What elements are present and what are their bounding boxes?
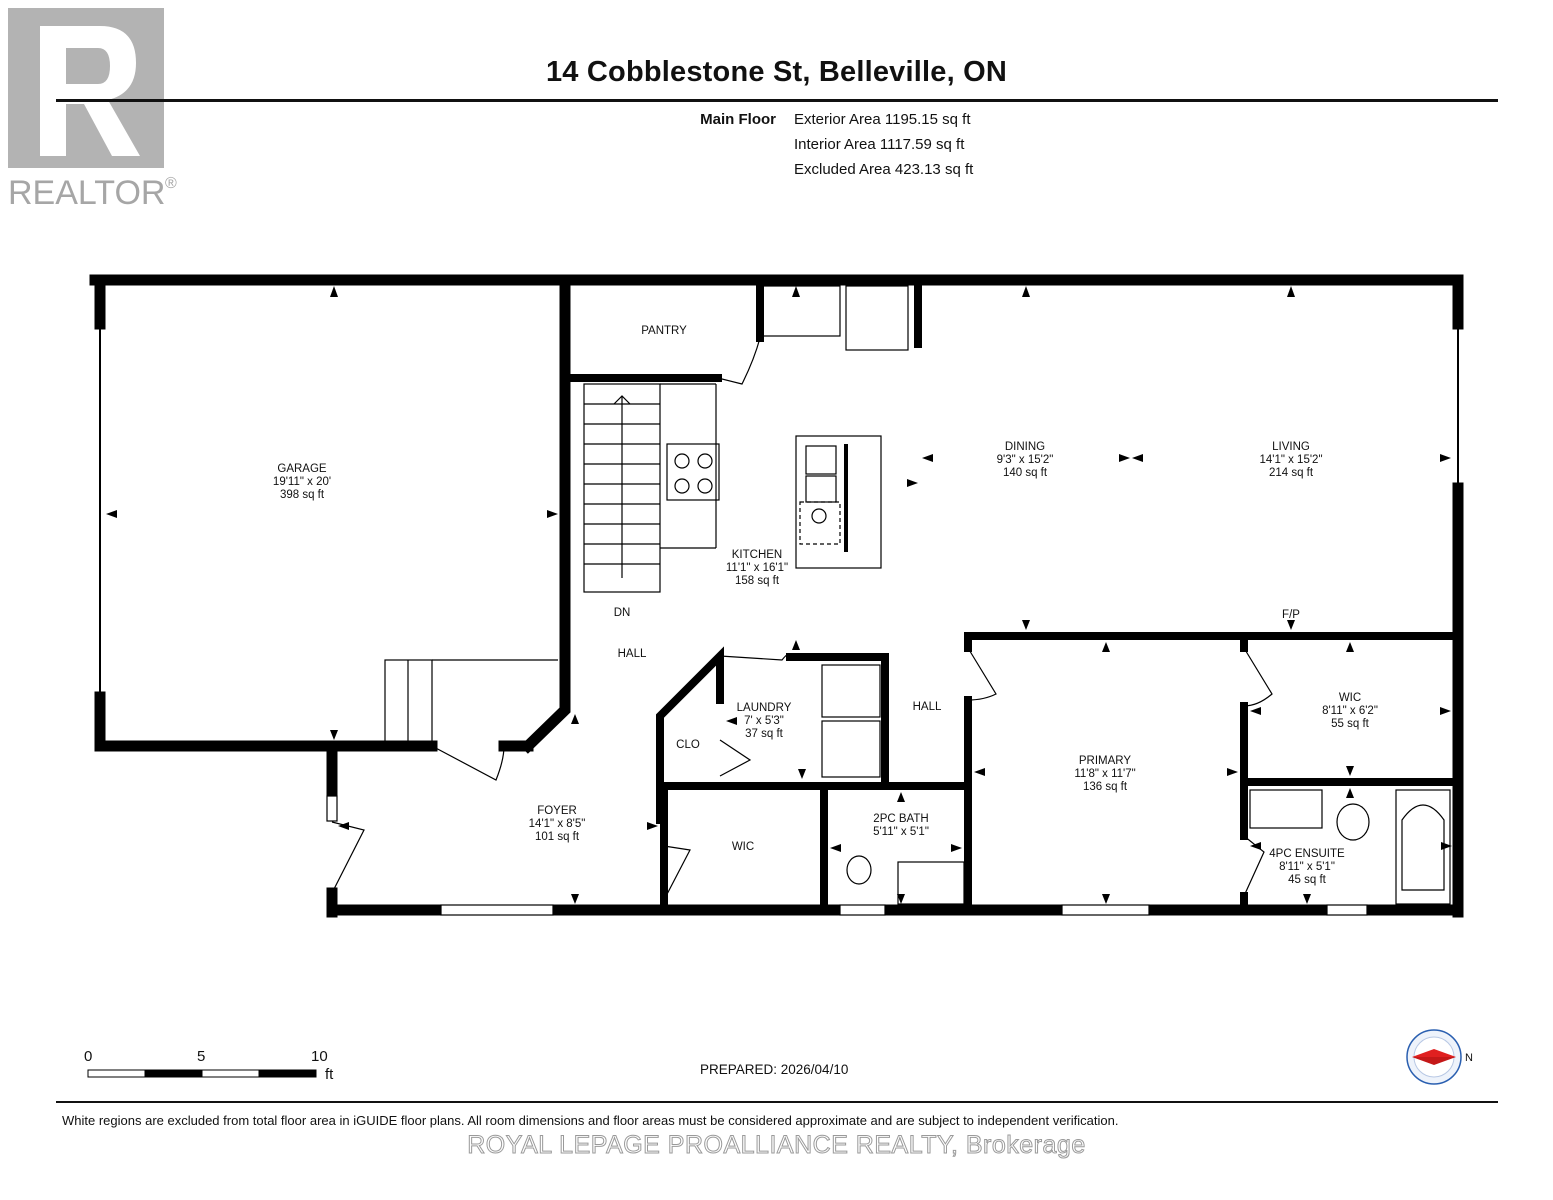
scale-tick-0: 0 (84, 1048, 93, 1065)
ensuite-area: 45 sq ft (1288, 874, 1327, 886)
primary-area: 136 sq ft (1083, 781, 1128, 793)
kitchen-area: 158 sq ft (735, 575, 780, 587)
hall-left-label: HALL (618, 648, 647, 660)
fixtures (666, 285, 1451, 905)
scale-unit: ft (325, 1066, 334, 1083)
dining-dims: 9'3" x 15'2" (997, 454, 1054, 466)
realtor-logo: REALTOR ® (8, 8, 186, 214)
closet-label: CLO (676, 739, 700, 751)
scale-tick-5: 5 (197, 1048, 206, 1065)
dining-label: DINING (1005, 441, 1045, 453)
room-labels: GARAGE 19'11" x 20' 398 sq ft PANTRY KIT… (273, 325, 1378, 886)
primary-dims: 11'8" x 11'7" (1074, 768, 1135, 780)
pantry-label: PANTRY (641, 325, 687, 337)
wic-right-area: 55 sq ft (1331, 718, 1370, 730)
interior-area: Interior Area 1117.59 sq ft (794, 136, 965, 153)
stairs (384, 383, 717, 747)
windows (99, 324, 1459, 916)
ensuite-dims: 8'11" x 5'1" (1279, 861, 1335, 873)
fireplace-label: F/P (1282, 609, 1300, 621)
footer-divider (56, 1101, 1498, 1103)
floor-name: Main Floor (700, 111, 776, 128)
living-area: 214 sq ft (1269, 467, 1314, 479)
foyer-label: FOYER (537, 805, 577, 817)
interior-walls (568, 282, 1456, 910)
wic-right-label: WIC (1339, 692, 1361, 704)
kitchen-dims: 11'1" x 16'1" (726, 562, 788, 574)
title-divider (56, 99, 1498, 102)
dining-area: 140 sq ft (1003, 467, 1048, 479)
dimension-arrows (106, 286, 1452, 904)
page-title: 14 Cobblestone St, Belleville, ON (545, 56, 1008, 88)
stairs-down-label: DN (614, 607, 631, 619)
living-dims: 14'1" x 15'2" (1259, 454, 1322, 466)
prepared-date: PREPARED: 2026/04/10 (700, 1062, 849, 1077)
garage-dims: 19'11" x 20' (273, 476, 331, 488)
laundry-dims: 7' x 5'3" (744, 715, 784, 727)
hall-right-label: HALL (913, 701, 942, 713)
garage-area: 398 sq ft (280, 489, 325, 501)
foyer-dims: 14'1" x 8'5" (529, 818, 586, 830)
logo-text: REALTOR (8, 174, 165, 212)
doors (331, 337, 1273, 901)
kitchen-label: KITCHEN (732, 549, 782, 561)
brokerage-watermark: ROYAL LEPAGE PROALLIANCE REALTY, Brokera… (467, 1131, 1086, 1160)
disclaimer-text: White regions are excluded from total fl… (62, 1113, 1119, 1128)
exterior-walls (89, 274, 1464, 918)
realtor-r-logo: REALTOR ® (8, 8, 177, 212)
primary-label: PRIMARY (1079, 755, 1132, 767)
bath-2pc-label: 2PC BATH (873, 813, 928, 825)
compass-north-icon: N (1406, 1029, 1473, 1085)
scale-bar (87, 1069, 317, 1078)
laundry-area: 37 sq ft (745, 728, 784, 740)
excluded-area: Excluded Area 423.13 sq ft (794, 161, 974, 178)
living-label: LIVING (1272, 441, 1310, 453)
garage-label: GARAGE (277, 463, 327, 475)
wic-left-label: WIC (732, 841, 754, 853)
ensuite-label: 4PC ENSUITE (1269, 848, 1345, 860)
bath-2pc-dims: 5'11" x 5'1" (873, 826, 929, 838)
logo-registered-mark: ® (165, 175, 177, 192)
foyer-area: 101 sq ft (535, 831, 580, 843)
laundry-label: LAUNDRY (737, 702, 792, 714)
compass-label: N (1465, 1052, 1473, 1064)
scale-tick-10: 10 (311, 1048, 328, 1065)
wic-right-dims: 8'11" x 6'2" (1322, 705, 1378, 717)
exterior-area: Exterior Area 1195.15 sq ft (794, 111, 971, 128)
